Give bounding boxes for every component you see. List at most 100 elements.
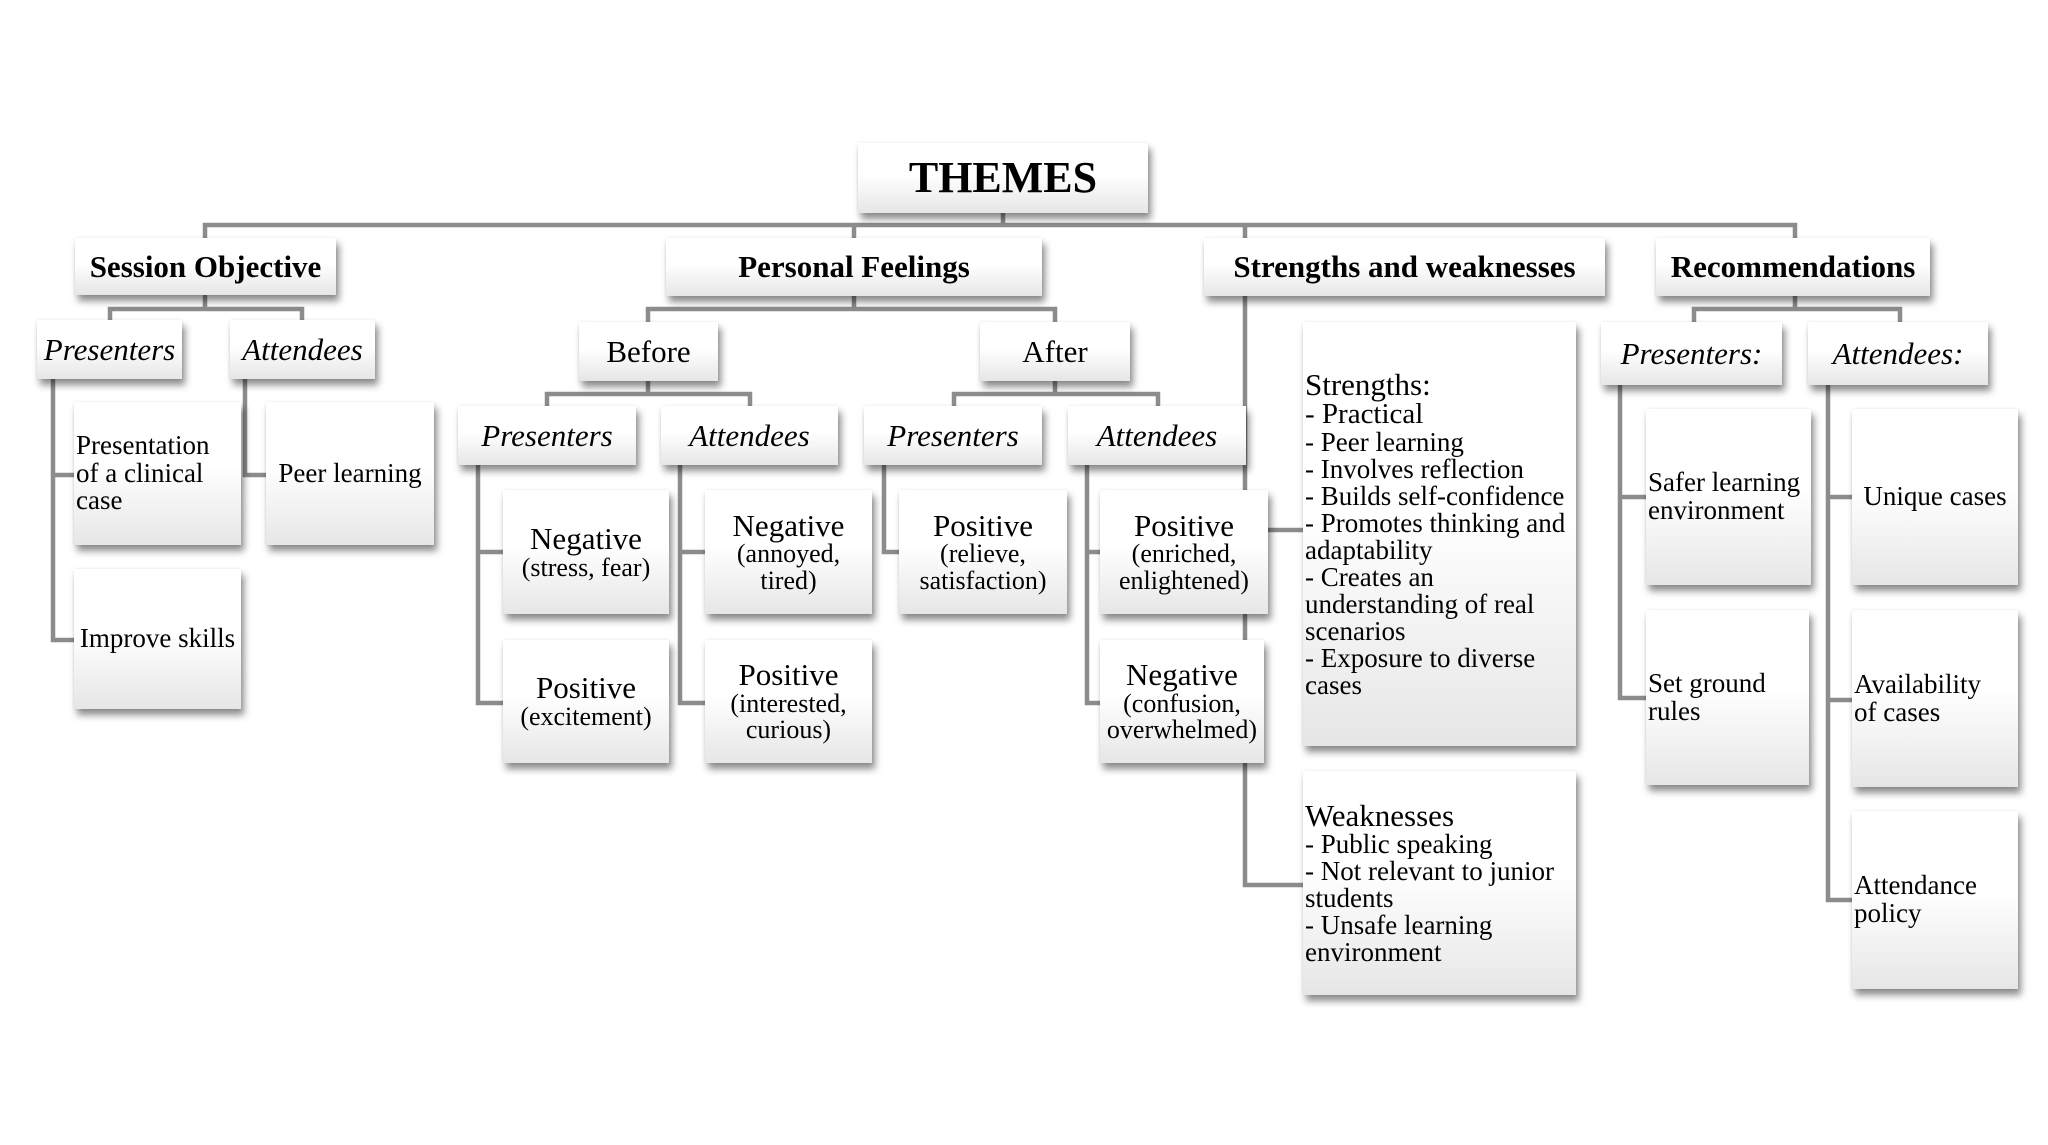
before-presenters-label: Presenters bbox=[481, 417, 613, 453]
connector-root bbox=[202, 213, 1798, 238]
weakness-item: - Not relevant to junior bbox=[1305, 856, 1554, 886]
connector-rec-presenters bbox=[1617, 385, 1646, 701]
weaknesses-heading: Weaknesses bbox=[1305, 798, 1455, 833]
strength-item: - Promotes thinking and bbox=[1305, 508, 1566, 538]
feeling-title: Positive bbox=[738, 657, 839, 693]
feeling-detail: (enriched, bbox=[1131, 539, 1237, 569]
rec-presenters-box: Presenters: bbox=[1601, 322, 1782, 385]
connector-session-objective bbox=[107, 295, 305, 320]
rec-attendees-box: Attendees: bbox=[1808, 322, 1988, 385]
rec-presenters-label: Presenters: bbox=[1620, 335, 1763, 371]
rec-unique-cases-text: Unique cases bbox=[1863, 481, 2007, 512]
before-label: Before bbox=[606, 333, 691, 369]
so-attendees-box: Attendees bbox=[230, 320, 375, 379]
feeling-detail: tired) bbox=[760, 565, 817, 595]
rec-safer-learning-text: Safer learning environment bbox=[1648, 467, 1801, 525]
strength-item: adaptability bbox=[1305, 535, 1433, 565]
feeling-title: Positive bbox=[933, 507, 1033, 543]
strength-item: - Creates an bbox=[1305, 562, 1434, 592]
session-objective-label: Session Objective bbox=[89, 248, 322, 284]
connector-rec-attendees bbox=[1825, 385, 1852, 903]
strength-item: - Peer learning bbox=[1305, 427, 1464, 457]
feeling-detail: enlightened) bbox=[1119, 565, 1249, 595]
after-label: After bbox=[1022, 333, 1088, 369]
strength-item: - Exposure to diverse bbox=[1305, 643, 1536, 673]
connector-so-attendees bbox=[242, 379, 266, 478]
after-presenters-label: Presenters bbox=[887, 417, 1019, 453]
connector-after-presenters bbox=[881, 465, 899, 555]
strengths-heading: Strengths: bbox=[1305, 367, 1431, 402]
connector-before-presenters bbox=[475, 465, 503, 706]
rec-attendance-policy-box: Attendance policy bbox=[1852, 811, 2018, 989]
before-box: Before bbox=[579, 322, 718, 381]
connector-after-attendees bbox=[1084, 465, 1100, 706]
feeling-detail: (stress, fear) bbox=[521, 552, 651, 582]
feeling-title: Negative bbox=[732, 507, 845, 543]
strength-item: scenarios bbox=[1305, 616, 1406, 646]
after-attendees-positive-box: Positive (enriched, enlightened) bbox=[1100, 490, 1268, 614]
personal-feelings-label: Personal Feelings bbox=[738, 249, 970, 285]
strength-item: understanding of real bbox=[1305, 589, 1535, 619]
rec-ground-rules-box: Set ground rules bbox=[1646, 610, 1809, 785]
feeling-detail: (excitement) bbox=[520, 702, 652, 732]
weakness-item: environment bbox=[1305, 937, 1442, 967]
feeling-detail: satisfaction) bbox=[919, 565, 1047, 595]
feeling-detail: (annoyed, bbox=[736, 539, 841, 569]
before-presenters-negative-box: Negative (stress, fear) bbox=[503, 490, 669, 614]
weaknesses-box: Weaknesses - Public speaking - Not relev… bbox=[1303, 771, 1576, 995]
strength-item: - Involves reflection bbox=[1305, 454, 1524, 484]
so-peer-learning-text: Peer learning bbox=[278, 457, 422, 488]
connector-personal-feelings bbox=[645, 296, 1058, 322]
rec-attendees-label: Attendees: bbox=[1832, 335, 1964, 371]
themes-title: THEMES bbox=[908, 152, 1098, 202]
before-attendees-label: Attendees bbox=[689, 417, 810, 453]
after-attendees-negative-box: Negative (confusion, overwhelmed) bbox=[1100, 640, 1264, 763]
recommendations-box: Recommendations bbox=[1656, 238, 1930, 296]
before-presenters-positive-box: Positive (excitement) bbox=[503, 640, 669, 763]
rec-ground-rules-text: Set ground rules bbox=[1648, 667, 1766, 726]
connector-before bbox=[544, 381, 753, 406]
feeling-detail: curious) bbox=[745, 715, 832, 745]
so-presenters-label: Presenters bbox=[43, 331, 176, 367]
after-presenters-box: Presenters bbox=[864, 406, 1042, 465]
connector-after bbox=[951, 381, 1161, 406]
so-improve-skills-box: Improve skills bbox=[74, 569, 241, 709]
themes-root-box: THEMES bbox=[858, 143, 1148, 213]
rec-availability-text: Availability of cases bbox=[1854, 668, 1981, 727]
connector-so-presenters bbox=[50, 379, 74, 643]
rec-safer-learning-box: Safer learning environment bbox=[1646, 409, 1811, 585]
weakness-item: - Public speaking bbox=[1305, 829, 1493, 859]
so-presentation-clinical-case-text: Presentation of a clinical case bbox=[76, 430, 210, 516]
after-box: After bbox=[980, 322, 1130, 381]
so-presenters-box: Presenters bbox=[37, 320, 182, 379]
feeling-detail: (confusion, bbox=[1123, 688, 1241, 718]
rec-unique-cases-box: Unique cases bbox=[1852, 409, 2018, 585]
before-attendees-negative-box: Negative (annoyed, tired) bbox=[705, 490, 872, 614]
so-improve-skills-text: Improve skills bbox=[79, 623, 236, 654]
strength-item: - Builds self-confidence bbox=[1305, 481, 1565, 511]
feeling-detail: (interested, bbox=[730, 688, 847, 718]
feeling-title: Negative bbox=[1126, 657, 1238, 693]
recommendations-label: Recommendations bbox=[1670, 249, 1916, 285]
after-attendees-box: Attendees bbox=[1068, 406, 1246, 465]
before-attendees-box: Attendees bbox=[661, 406, 838, 465]
feeling-title: Negative bbox=[530, 520, 642, 556]
weakness-item: students bbox=[1305, 883, 1394, 913]
strengths-box: Strengths: - Practical - Peer learning -… bbox=[1303, 322, 1576, 746]
before-presenters-box: Presenters bbox=[458, 406, 636, 465]
after-attendees-label: Attendees bbox=[1096, 417, 1218, 453]
session-objective-box: Session Objective bbox=[75, 238, 336, 295]
so-attendees-label: Attendees bbox=[242, 331, 363, 367]
feeling-title: Positive bbox=[536, 670, 636, 706]
before-attendees-positive-box: Positive (interested, curious) bbox=[705, 640, 872, 763]
strengths-weaknesses-box: Strengths and weaknesses bbox=[1204, 238, 1605, 296]
so-peer-learning-box: Peer learning bbox=[266, 402, 434, 545]
feeling-detail: (relieve, bbox=[940, 539, 1026, 569]
feeling-title: Positive bbox=[1134, 507, 1234, 543]
strengths-weaknesses-label: Strengths and weaknesses bbox=[1233, 249, 1576, 285]
connector-before-attendees bbox=[677, 465, 705, 706]
strength-item: - Practical bbox=[1305, 398, 1424, 430]
after-presenters-positive-box: Positive (relieve, satisfaction) bbox=[899, 490, 1067, 614]
feeling-detail: overwhelmed) bbox=[1106, 715, 1258, 745]
